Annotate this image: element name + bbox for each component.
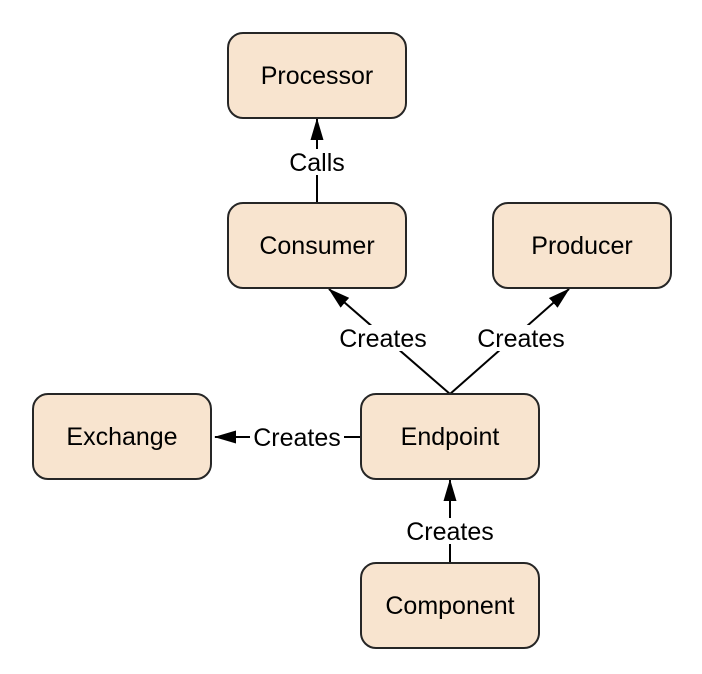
node-endpoint-label: Endpoint	[401, 423, 500, 451]
node-processor-label: Processor	[261, 62, 374, 90]
edge-label-bg	[250, 424, 344, 450]
node-component-box	[360, 562, 540, 649]
node-endpoint: Endpoint	[360, 393, 540, 480]
edge-label-creates-exchange: Creates	[250, 424, 344, 452]
node-producer-label: Producer	[531, 232, 632, 260]
edge-label-text: Creates	[339, 325, 427, 353]
node-component: Component	[360, 562, 540, 649]
edge-label-text: Calls	[289, 149, 345, 177]
edge-label-creates-endpoint: Creates	[403, 518, 497, 546]
node-exchange: Exchange	[32, 393, 212, 480]
edge-label-text: Creates	[477, 325, 565, 353]
node-processor-box	[227, 32, 407, 119]
node-producer: Producer	[492, 202, 672, 289]
edge-label-text: Creates	[253, 424, 341, 452]
edge-label-bg	[474, 325, 568, 351]
edge-label-calls: Calls	[286, 149, 348, 177]
node-producer-box	[492, 202, 672, 289]
node-processor: Processor	[227, 32, 407, 119]
node-consumer-label: Consumer	[259, 232, 374, 260]
node-endpoint-box	[360, 393, 540, 480]
node-consumer: Consumer	[227, 202, 407, 289]
node-component-label: Component	[385, 592, 514, 620]
edge-label-bg	[286, 149, 348, 175]
edge-label-creates-consumer: Creates	[336, 325, 430, 353]
node-exchange-label: Exchange	[66, 423, 177, 451]
edge-label-bg	[336, 325, 430, 351]
edge-label-creates-producer: Creates	[474, 325, 568, 353]
node-consumer-box	[227, 202, 407, 289]
edge-label-text: Creates	[406, 518, 494, 546]
node-exchange-box	[32, 393, 212, 480]
edge-label-bg	[403, 518, 497, 544]
